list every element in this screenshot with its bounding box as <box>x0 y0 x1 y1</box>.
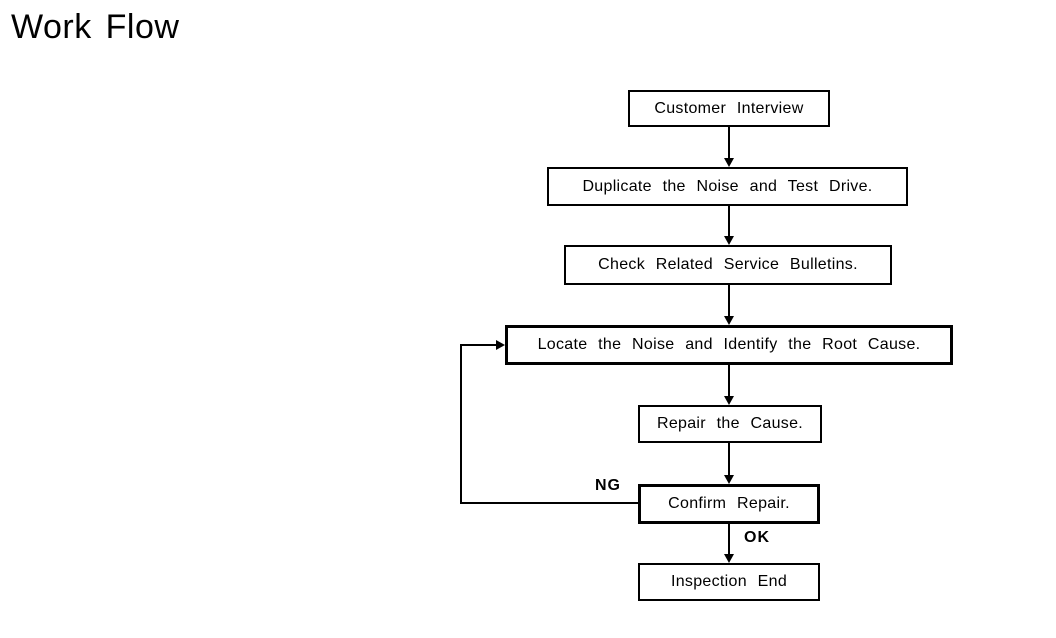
flow-node-label: Repair the Cause. <box>656 415 804 432</box>
edge-label-ok: OK <box>744 529 770 546</box>
arrow-down-icon <box>724 396 734 405</box>
arrow-down-icon <box>724 554 734 563</box>
flow-node-repair-cause: Repair the Cause. <box>638 405 822 443</box>
arrow-down-icon <box>724 475 734 484</box>
flow-node-check-service-bulletins: Check Related Service Bulletins. <box>564 245 892 285</box>
page-title: Work Flow <box>11 8 180 46</box>
flow-node-locate-noise-root-cause: Locate the Noise and Identify the Root C… <box>505 325 953 365</box>
connector-line <box>728 285 730 316</box>
ng-loop-top-line <box>460 344 496 346</box>
flow-node-label: Confirm Repair. <box>668 495 790 512</box>
connector-line <box>728 443 730 475</box>
flow-node-label: Duplicate the Noise and Test Drive. <box>582 177 873 195</box>
connector-line <box>728 127 730 158</box>
arrow-down-icon <box>724 158 734 167</box>
edge-label-ng: NG <box>595 477 621 494</box>
ng-loop-left-line <box>460 344 462 504</box>
arrow-down-icon <box>724 316 734 325</box>
ng-loop-bottom-line <box>460 502 638 504</box>
flow-node-label: Locate the Noise and Identify the Root C… <box>537 336 921 353</box>
arrow-down-icon <box>724 236 734 245</box>
connector-line <box>728 206 730 236</box>
flow-node-inspection-end: Inspection End <box>638 563 820 601</box>
flow-node-label: Check Related Service Bulletins. <box>598 256 858 273</box>
flow-node-customer-interview: Customer Interview <box>628 90 830 127</box>
flow-node-duplicate-noise-test-drive: Duplicate the Noise and Test Drive. <box>547 167 908 206</box>
connector-line <box>728 365 730 396</box>
flow-node-confirm-repair: Confirm Repair. <box>638 484 820 524</box>
arrow-right-icon <box>496 340 505 350</box>
connector-line <box>728 524 730 554</box>
flow-node-label: Inspection End <box>670 573 788 590</box>
flow-node-label: Customer Interview <box>654 99 804 117</box>
